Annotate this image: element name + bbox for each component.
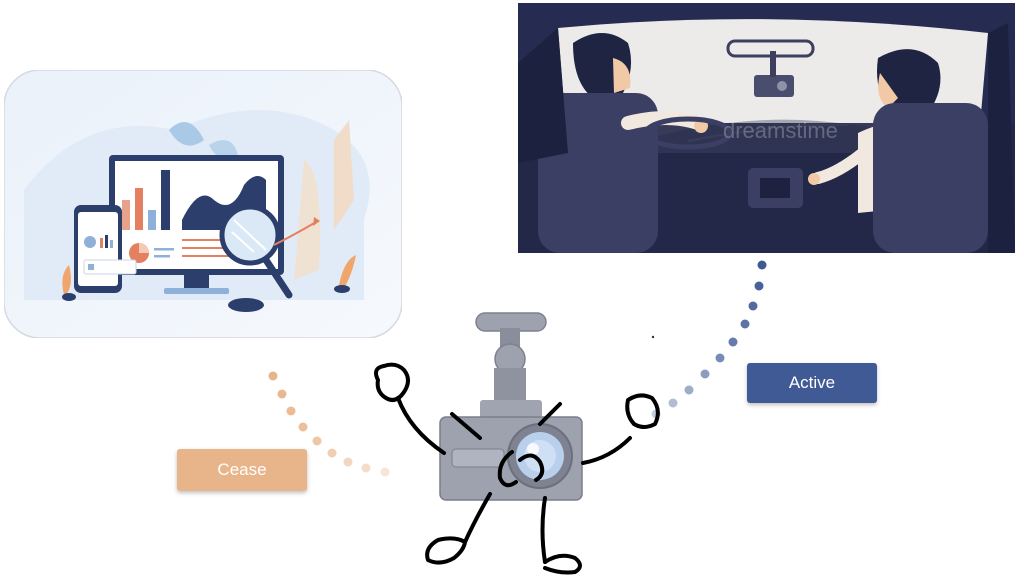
cease-label-text: Cease	[217, 460, 267, 479]
leaf-icon	[169, 122, 204, 146]
cease-connector-dots	[268, 371, 390, 477]
driver-figure	[538, 33, 708, 253]
cease-label: Cease	[177, 449, 307, 491]
car-interior-illustration: dreamstime	[518, 3, 1015, 253]
camera-icon	[439, 312, 583, 501]
magnifier-icon	[219, 204, 293, 299]
watermark-text: dreamstime	[723, 118, 838, 143]
active-label-text: Active	[788, 373, 836, 392]
character-doodle	[374, 362, 660, 575]
active-label: Active	[747, 363, 877, 403]
analytics-illustration	[4, 70, 402, 338]
passenger-figure	[808, 49, 988, 253]
